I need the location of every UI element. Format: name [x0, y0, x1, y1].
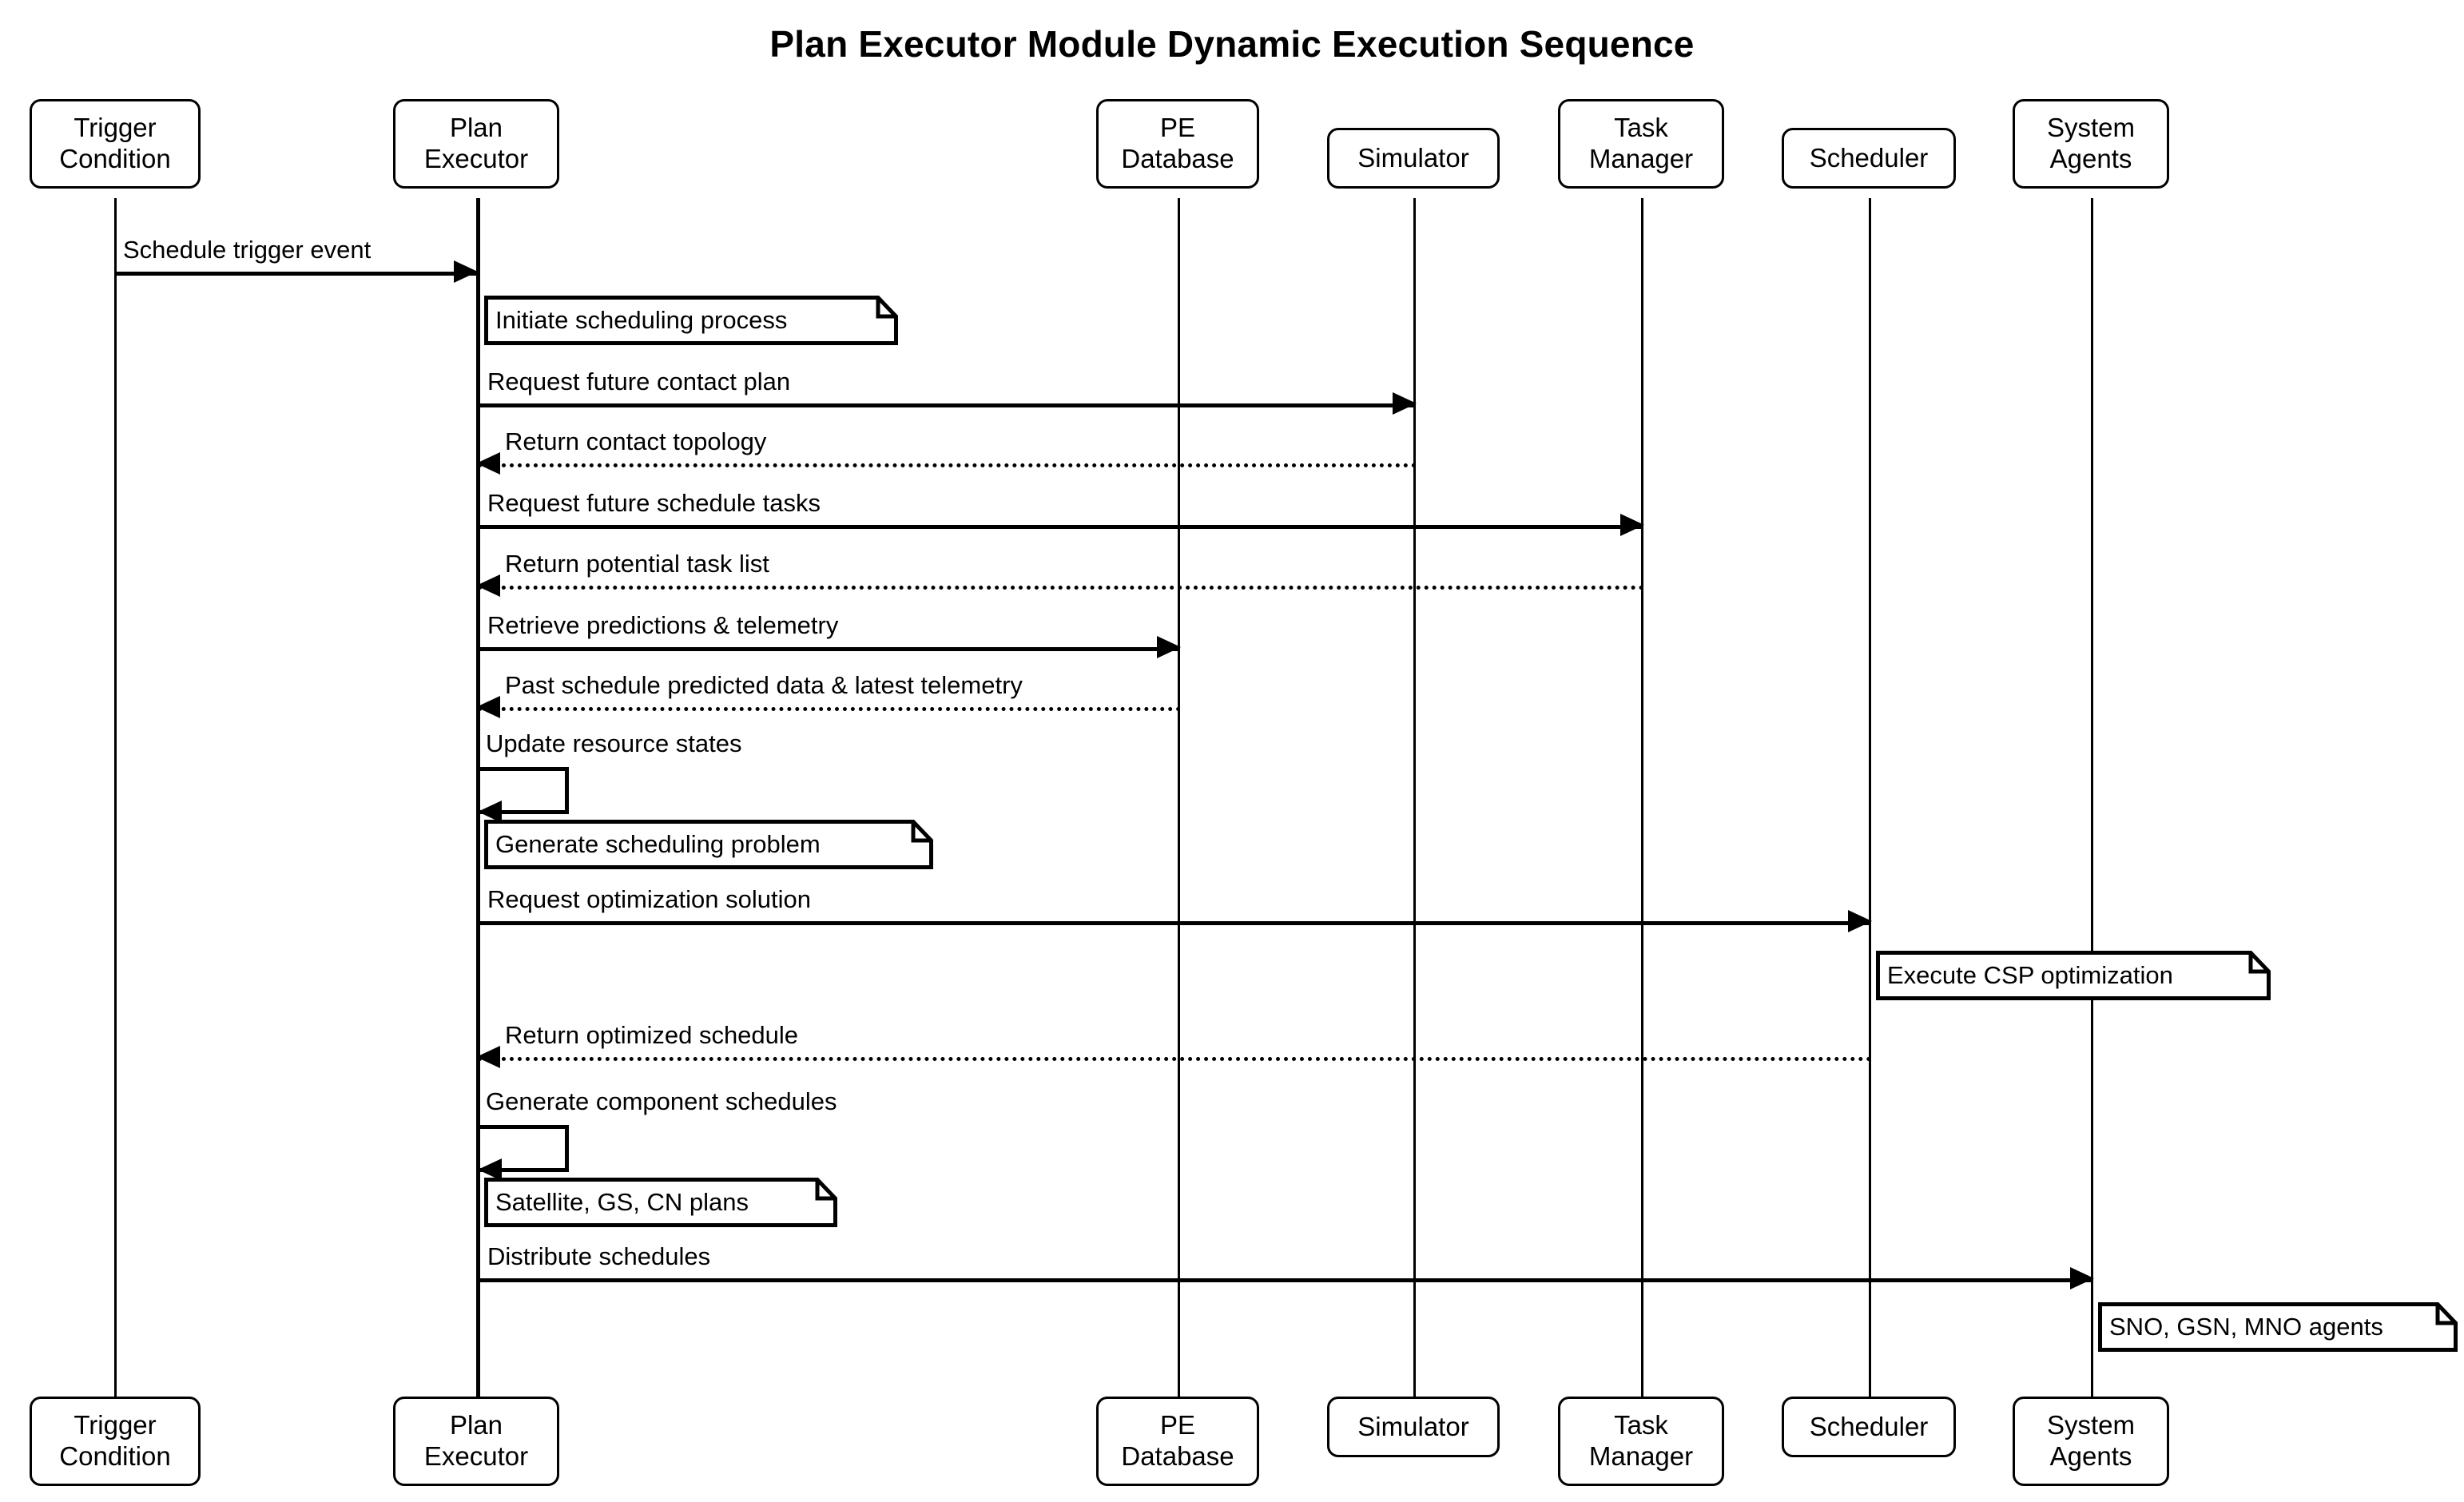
arrow-head-left-icon	[476, 574, 500, 597]
participant-foot-task-manager-label: Task Manager	[1588, 1410, 1694, 1471]
message-line	[478, 463, 1417, 467]
arrow-head-left-icon	[478, 801, 502, 823]
arrow-head-left-icon	[476, 452, 500, 475]
participant-foot-simulator[interactable]: Simulator	[1327, 1397, 1500, 1457]
self-message-line-top	[479, 767, 569, 771]
note-shape-folded-corner-icon	[484, 296, 898, 345]
participant-foot-pe-database-label: PE Database	[1121, 1410, 1234, 1471]
self-message-label: Update resource states	[486, 729, 742, 757]
participant-head-task-manager[interactable]: Task Manager	[1558, 99, 1724, 189]
lifeline-system-agents	[2091, 198, 2093, 1413]
participant-foot-pe-database[interactable]: PE Database	[1096, 1397, 1259, 1486]
participant-foot-plan-executor-label: Plan Executor	[423, 1410, 529, 1471]
note-label: Execute CSP optimization	[1887, 960, 2173, 989]
note-label: Satellite, GS, CN plans	[495, 1187, 749, 1216]
participant-head-scheduler[interactable]: Scheduler	[1782, 128, 1956, 189]
message-line	[479, 921, 1870, 925]
self-message-line-side	[565, 1125, 569, 1168]
note-label: Generate scheduling problem	[495, 829, 821, 858]
message-line	[115, 272, 476, 276]
message-label: Schedule trigger event	[121, 235, 373, 264]
message-line	[478, 586, 1644, 590]
arrow-head-right-icon	[2070, 1267, 2094, 1289]
participant-head-simulator-label: Simulator	[1357, 142, 1469, 173]
participant-head-plan-executor-label: Plan Executor	[423, 113, 529, 173]
arrow-head-left-icon	[478, 1158, 502, 1181]
arrow-head-right-icon	[1393, 392, 1417, 415]
note-satellite-gs-cn-plans[interactable]: Satellite, GS, CN plans	[484, 1178, 837, 1227]
note-label: SNO, GSN, MNO agents	[2109, 1312, 2383, 1341]
message-label: Request future contact plan	[486, 367, 793, 395]
lifeline-scheduler	[1869, 198, 1871, 1413]
page-title: Plan Executor Module Dynamic Execution S…	[769, 23, 1695, 65]
note-shape-folded-corner-icon	[1876, 951, 2271, 1000]
message-label: Retrieve predictions & telemetry	[486, 610, 841, 639]
participant-foot-task-manager[interactable]: Task Manager	[1558, 1397, 1724, 1486]
message-line	[478, 707, 1181, 711]
note-shape-folded-corner-icon	[484, 820, 933, 869]
note-label: Initiate scheduling process	[495, 305, 788, 334]
participant-head-pe-database[interactable]: PE Database	[1096, 99, 1259, 189]
participant-head-system-agents-label: System Agents	[2046, 113, 2136, 173]
participant-foot-system-agents-label: System Agents	[2046, 1410, 2136, 1471]
message-line	[478, 1057, 1872, 1061]
lifeline-simulator	[1413, 198, 1416, 1413]
arrow-head-right-icon	[1848, 910, 1872, 932]
note-sno-gsn-mno-agents[interactable]: SNO, GSN, MNO agents	[2098, 1302, 2458, 1352]
message-label: Past schedule predicted data & latest te…	[503, 670, 1024, 699]
participant-foot-simulator-label: Simulator	[1357, 1411, 1469, 1441]
participant-head-trigger-condition-label: Trigger Condition	[59, 113, 171, 173]
arrow-head-right-icon	[1620, 514, 1644, 536]
self-message-label: Generate component schedules	[486, 1087, 837, 1115]
lifeline-pe-database	[1178, 198, 1180, 1413]
self-message-line-top	[479, 1125, 569, 1129]
participant-head-simulator[interactable]: Simulator	[1327, 128, 1500, 189]
participant-head-pe-database-label: PE Database	[1121, 113, 1234, 173]
arrow-head-right-icon	[454, 260, 478, 283]
self-message-update-resource-states[interactable]: Update resource states	[478, 729, 742, 823]
participant-foot-trigger-condition-label: Trigger Condition	[59, 1410, 171, 1471]
message-label: Request future schedule tasks	[486, 488, 823, 517]
lifeline-trigger-condition	[114, 198, 117, 1413]
message-line	[479, 647, 1179, 651]
note-initiate-scheduling-process[interactable]: Initiate scheduling process	[484, 296, 898, 345]
self-message-line-bottom	[479, 810, 569, 814]
arrow-head-left-icon	[476, 1046, 500, 1068]
message-line	[479, 403, 1415, 407]
participant-foot-scheduler-label: Scheduler	[1809, 1411, 1929, 1441]
participant-foot-plan-executor[interactable]: Plan Executor	[393, 1397, 559, 1486]
arrow-head-left-icon	[476, 696, 500, 718]
message-label: Return optimized schedule	[503, 1020, 801, 1049]
note-generate-scheduling-problem[interactable]: Generate scheduling problem	[484, 820, 933, 869]
note-shape-folded-corner-icon	[2098, 1302, 2458, 1352]
message-label: Return contact topology	[503, 427, 769, 455]
participant-head-task-manager-label: Task Manager	[1588, 113, 1694, 173]
self-message-line-side	[565, 767, 569, 810]
message-label: Return potential task list	[503, 549, 771, 578]
participant-head-system-agents[interactable]: System Agents	[2013, 99, 2169, 189]
participant-foot-scheduler[interactable]: Scheduler	[1782, 1397, 1956, 1457]
self-message-generate-component-schedules[interactable]: Generate component schedules	[478, 1087, 837, 1181]
message-label: Distribute schedules	[486, 1242, 713, 1270]
note-shape-folded-corner-icon	[484, 1178, 837, 1227]
participant-head-plan-executor[interactable]: Plan Executor	[393, 99, 559, 189]
message-label: Request optimization solution	[486, 884, 813, 913]
message-line	[479, 1278, 2092, 1282]
participant-head-trigger-condition[interactable]: Trigger Condition	[30, 99, 201, 189]
message-line	[479, 525, 1643, 529]
note-execute-csp-optimization[interactable]: Execute CSP optimization	[1876, 951, 2271, 1000]
participant-head-scheduler-label: Scheduler	[1809, 142, 1929, 173]
lifeline-task-manager	[1641, 198, 1643, 1413]
arrow-head-right-icon	[1157, 636, 1181, 658]
participant-foot-trigger-condition[interactable]: Trigger Condition	[30, 1397, 201, 1486]
self-message-line-bottom	[479, 1168, 569, 1172]
participant-foot-system-agents[interactable]: System Agents	[2013, 1397, 2169, 1486]
